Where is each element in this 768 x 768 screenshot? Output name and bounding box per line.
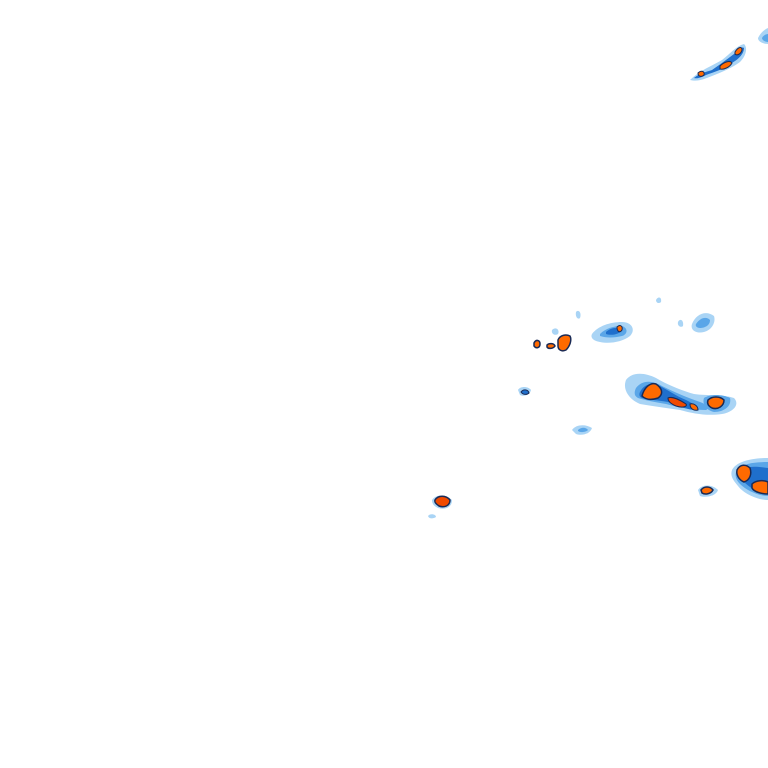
cell-center-small-b-core [557, 334, 572, 352]
cell-center-dot-light [656, 297, 662, 304]
cell-small-mid [572, 425, 592, 435]
cell-south-west-core [434, 495, 451, 508]
cell-north-east-band-core-b [734, 47, 743, 56]
cell-small-mid-blue [578, 427, 588, 433]
cell-center-small-b-core-2 [546, 342, 556, 350]
cell-north-east-band [690, 44, 747, 81]
cell-center-cluster-core [616, 325, 623, 333]
cell-east-scatter-blue [695, 317, 710, 328]
cell-east-scatter [677, 313, 715, 333]
cell-north-east-band-core-c [697, 70, 705, 77]
cell-small-left [518, 387, 531, 396]
cell-main-band-core-c [689, 403, 699, 411]
cell-north-east-band-core-a [719, 61, 733, 70]
cell-main-band-core-a [641, 382, 663, 401]
cell-south-east-small-core [700, 486, 714, 495]
cell-center-small-b-light [551, 328, 559, 335]
cell-south-east-edge-core-b [751, 479, 768, 495]
cell-center-small-b-light-2 [575, 310, 581, 319]
cell-east-scatter-light-2 [677, 319, 684, 327]
cell-top-right-corner [758, 28, 768, 44]
cell-south-west-light-2 [428, 514, 436, 519]
cell-main-band-east-core [706, 396, 725, 410]
cell-north-east-band-light [690, 44, 747, 81]
cell-main-band-east [703, 395, 731, 412]
cell-center-small-a-core [533, 339, 541, 349]
cell-south-east-small [698, 485, 718, 497]
cell-center-dot [656, 297, 662, 304]
cell-south-west [428, 495, 452, 519]
cell-center-small-a [533, 339, 541, 349]
cell-south-east-edge-core-a [736, 464, 752, 483]
cell-south-east-edge [731, 458, 768, 500]
cell-top-right-corner-blue [762, 34, 768, 42]
cell-center-small-b [546, 310, 581, 352]
cell-main-band-core-b [667, 397, 687, 408]
cell-center-cluster [591, 322, 633, 343]
cell-small-left-deep [520, 389, 530, 395]
